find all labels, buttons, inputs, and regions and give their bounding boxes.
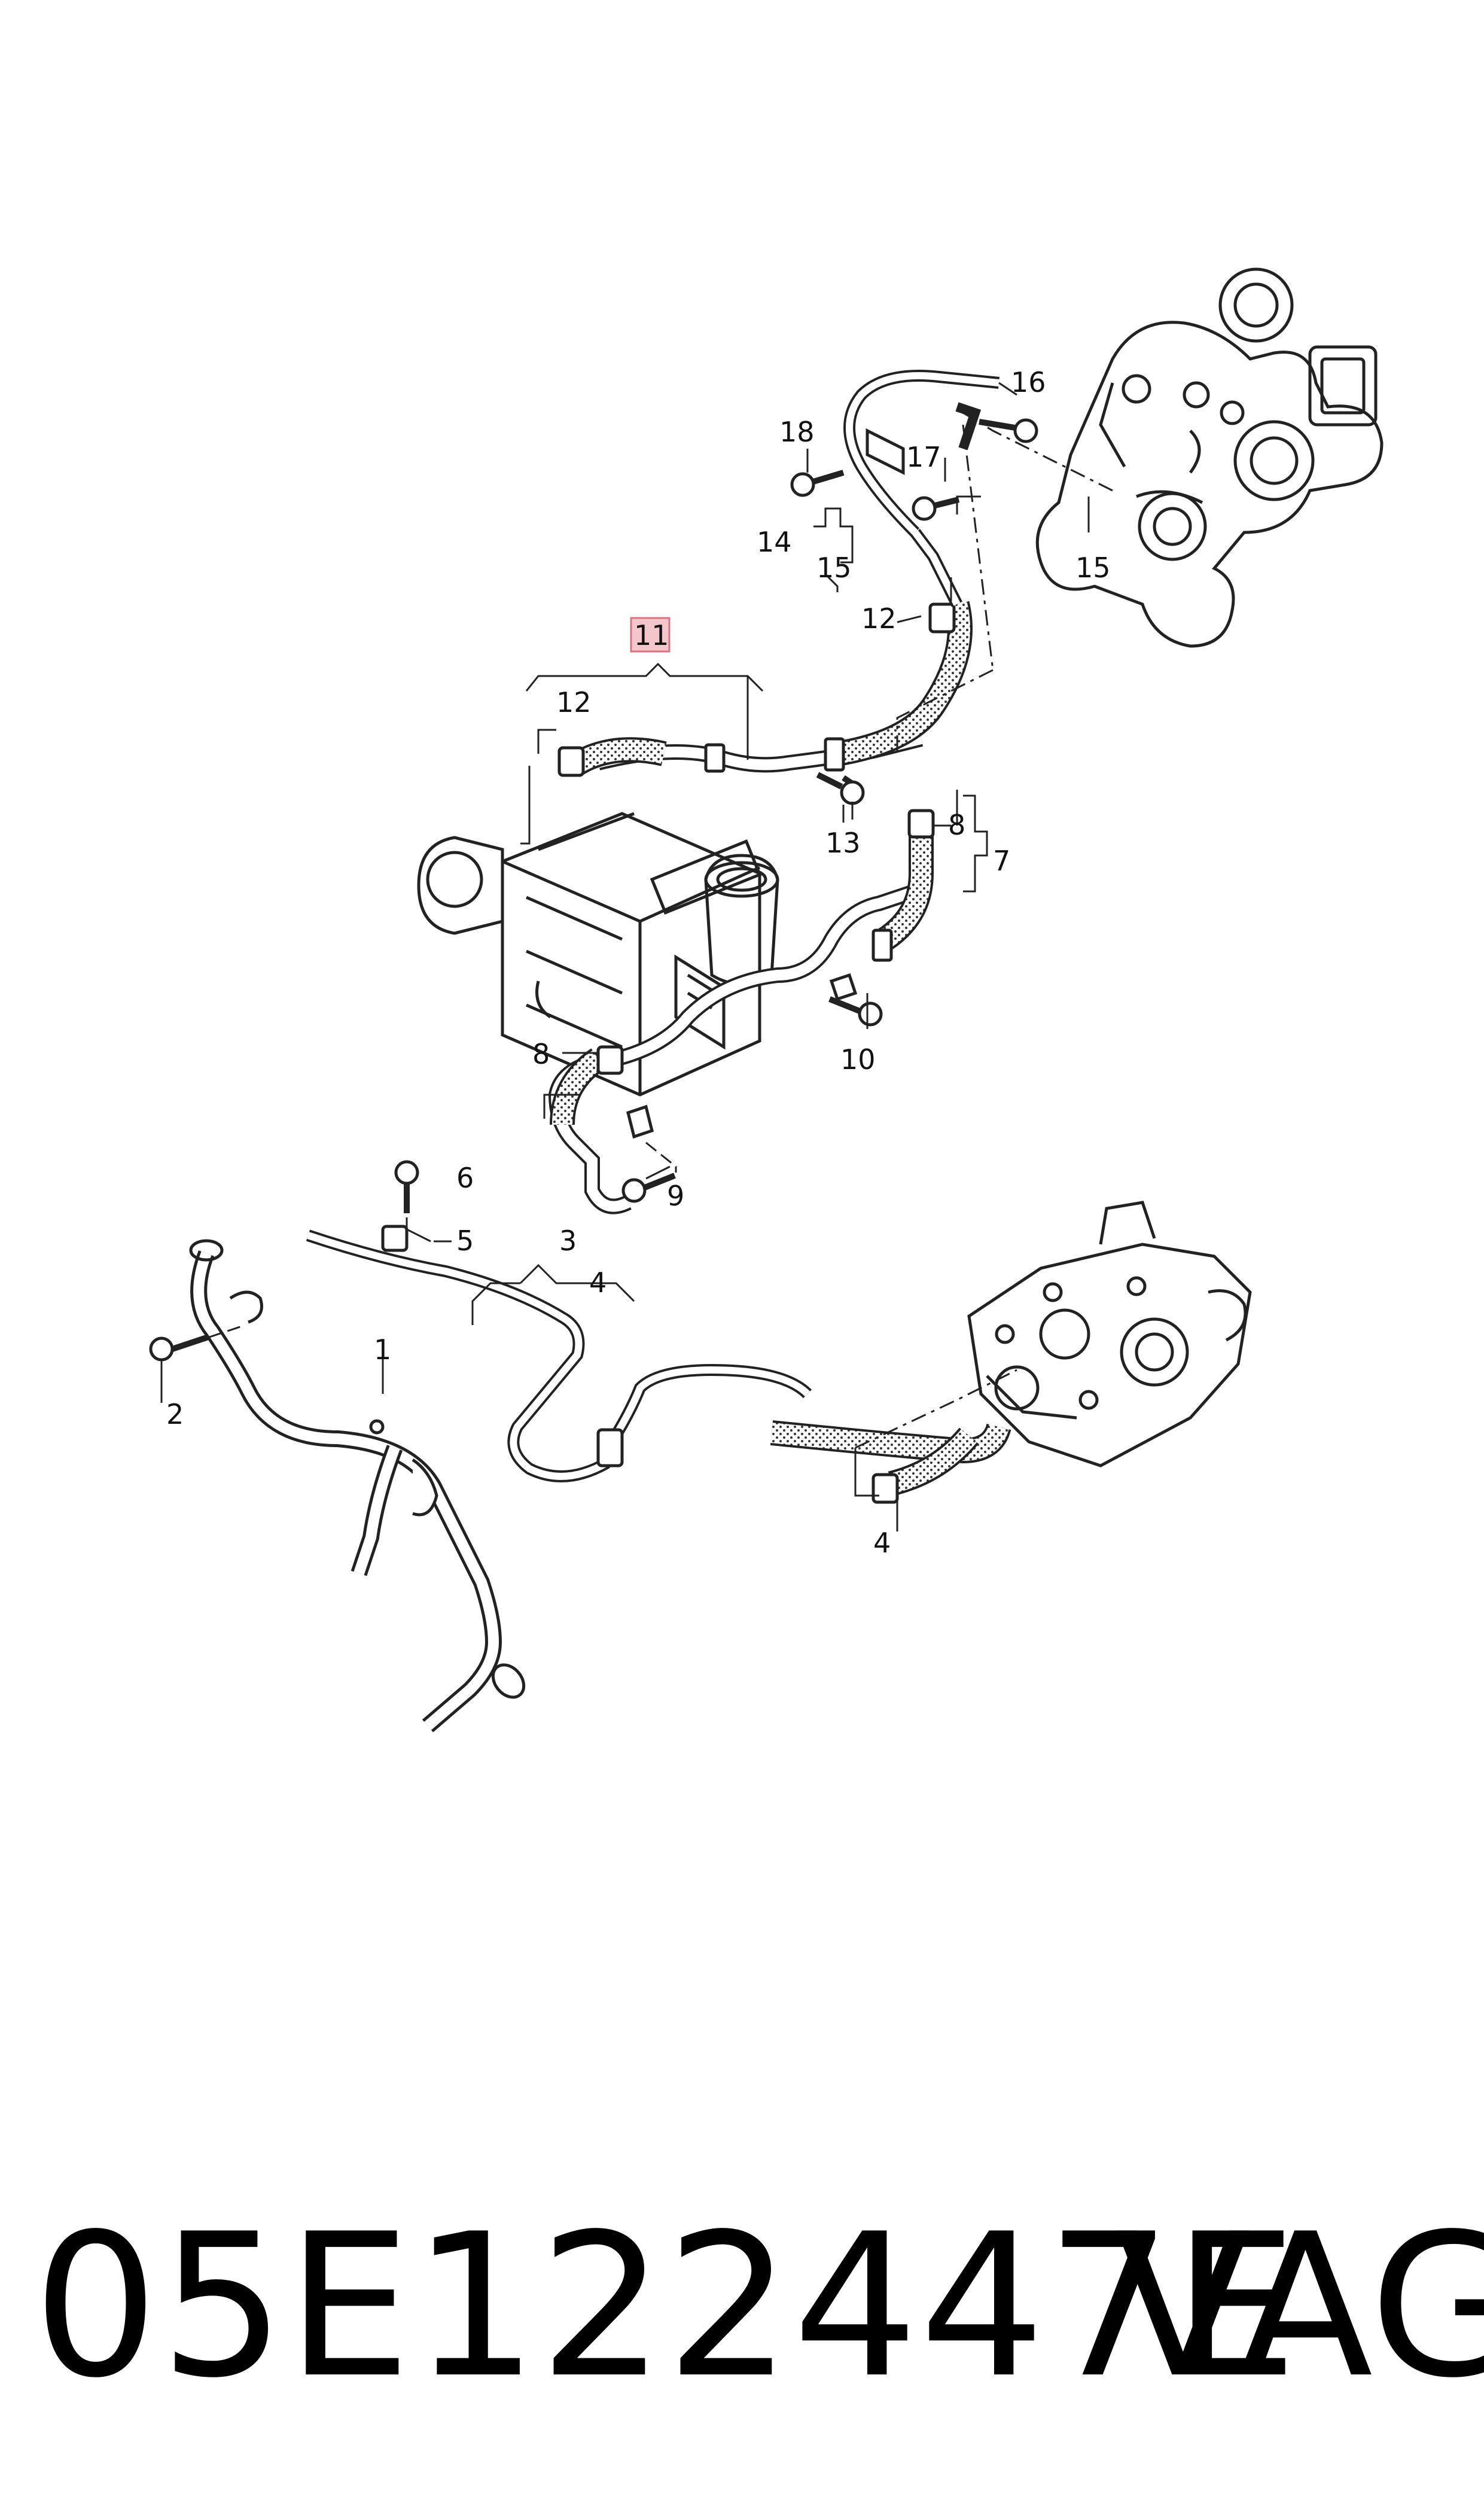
callout-3[interactable]: 3 bbox=[559, 1225, 577, 1257]
callout-5[interactable]: 5 bbox=[456, 1225, 474, 1257]
callout-12-right[interactable]: 12 bbox=[861, 602, 897, 635]
bolt-10-icon bbox=[828, 996, 883, 1027]
callout-18[interactable]: 18 bbox=[779, 416, 815, 448]
callout-15-right[interactable]: 15 bbox=[1075, 552, 1111, 584]
lower-coolant-pipe bbox=[189, 1239, 526, 1733]
bolt-6-icon bbox=[394, 1160, 419, 1213]
callout-12-left[interactable]: 12 bbox=[556, 686, 592, 718]
callout-1[interactable]: 1 bbox=[374, 1333, 391, 1366]
coolant-pump-illustration bbox=[967, 1201, 1252, 1467]
callout-4-lower[interactable]: 4 bbox=[873, 1527, 891, 1559]
bolt-2-icon bbox=[149, 1334, 209, 1362]
callout-8-lower[interactable]: 8 bbox=[532, 1038, 550, 1070]
middle-coolant-hose bbox=[548, 809, 935, 1214]
bypass-pipe bbox=[306, 1225, 1011, 1504]
turbocharger-illustration bbox=[1035, 267, 1384, 648]
bolt-icons bbox=[149, 418, 1038, 1362]
leader-lines bbox=[160, 382, 1113, 1531]
bolt-17-icon bbox=[912, 496, 960, 521]
callout-9[interactable]: 9 bbox=[667, 1180, 684, 1212]
callout-14[interactable]: 14 bbox=[757, 526, 792, 558]
callout-2[interactable]: 2 bbox=[166, 1398, 184, 1430]
callout-17[interactable]: 17 bbox=[906, 441, 941, 473]
bolt-18-icon bbox=[790, 470, 845, 497]
callout-4-upper[interactable]: 4 bbox=[589, 1266, 607, 1299]
brand-label: VAG bbox=[1116, 2191, 1484, 2421]
upper-coolant-pipe bbox=[557, 370, 1000, 793]
callouts: 1 2 3 4 4 5 6 7 8 8 9 10 11 12 12 13 14 … bbox=[166, 366, 1111, 1559]
callout-7[interactable]: 7 bbox=[993, 845, 1010, 877]
callout-8-upper[interactable]: 8 bbox=[948, 809, 965, 841]
callout-10[interactable]: 10 bbox=[840, 1043, 876, 1076]
callout-13[interactable]: 13 bbox=[825, 827, 861, 859]
bolt-9-icon bbox=[621, 1173, 676, 1203]
callout-11-highlight bbox=[630, 617, 671, 653]
callout-15-left[interactable]: 15 bbox=[816, 552, 852, 584]
callout-11[interactable]: 11 bbox=[634, 619, 669, 651]
bolt-13-icon bbox=[816, 772, 865, 805]
callout-6[interactable]: 6 bbox=[456, 1162, 474, 1194]
part-number: 05E122447E bbox=[33, 2191, 1299, 2421]
callout-16[interactable]: 16 bbox=[1011, 366, 1046, 398]
cooler-illustration bbox=[417, 812, 779, 1097]
bolt-16-icon bbox=[979, 418, 1038, 443]
parts-diagram: 1 2 3 4 4 5 6 7 8 8 9 10 11 12 12 13 14 … bbox=[149, 267, 1384, 1733]
